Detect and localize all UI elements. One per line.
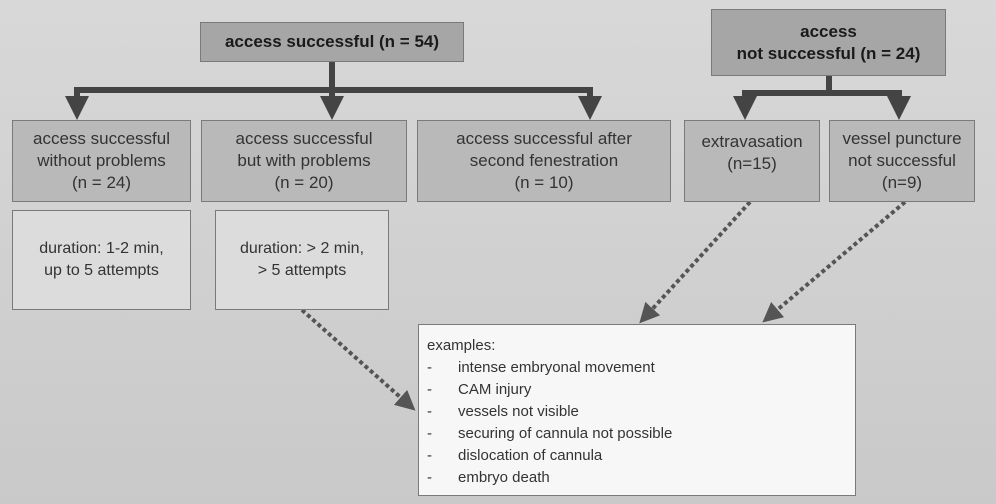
examples-box: examples: - intense embryonal movement - C… (418, 324, 856, 496)
bullet-dash: - (427, 403, 432, 420)
example-text: vessels not visible (458, 403, 579, 420)
bullet-dash: - (427, 359, 432, 376)
fail-root-line1: access (800, 21, 857, 41)
child-count: (n = 24) (71, 173, 132, 192)
dotted-arrow-problems (300, 308, 416, 411)
example-text: securing of cannula not possible (458, 425, 673, 442)
success-root-box: access successful (n = 54) (200, 22, 464, 62)
list-item: - embryo death (427, 467, 855, 489)
dotted-arrow-extravasation (639, 200, 752, 324)
child-line: without problems (37, 151, 166, 170)
bullet-dash: - (427, 469, 432, 486)
bullet-dash: - (427, 425, 432, 442)
duration-line: duration: 1-2 min, (39, 240, 164, 257)
bullet-dash: - (427, 381, 432, 398)
fail-root-box: access not successful (n = 24) (711, 9, 946, 76)
duration-box-with-problems: duration: > 2 min, > 5 attempts (215, 210, 389, 310)
examples-title: examples: (427, 337, 496, 354)
list-item: - intense embryonal movement (427, 357, 855, 379)
bullet-dash: - (427, 447, 432, 464)
success-root-label: access successful (n = 54) (224, 32, 440, 51)
example-text: intense embryonal movement (458, 359, 655, 376)
success-child-no-problems: access successful without problems (n = … (12, 120, 191, 202)
examples-list: -intense embryonal movement -CAM injury … (427, 357, 855, 489)
child-line: access successful (235, 129, 373, 148)
fail-child-extravasation: extravasation (n=15) (684, 120, 820, 202)
child-line: vessel puncture (842, 129, 962, 148)
duration-line: > 5 attempts (257, 262, 347, 279)
fail-tree-connector (733, 76, 911, 120)
child-line: but with problems (237, 151, 371, 170)
dotted-arrows (300, 200, 907, 411)
child-count: (n=15) (727, 154, 777, 173)
child-count: (n = 20) (274, 173, 334, 192)
child-line: second fenestration (469, 151, 619, 170)
duration-box-no-problems: duration: 1-2 min, up to 5 attempts (12, 210, 191, 310)
dotted-arrow-vessel-puncture (762, 200, 907, 323)
duration-line: duration: > 2 min, (239, 240, 365, 257)
success-child-with-problems: access successful but with problems (n =… (201, 120, 407, 202)
example-text: CAM injury (458, 381, 532, 398)
success-child-second-fenestration: access successful after second fenestrat… (417, 120, 671, 202)
example-text: embryo death (458, 469, 550, 486)
list-item: - securing of cannula not possible (427, 423, 855, 445)
example-text: dislocation of cannula (458, 447, 603, 464)
child-count: (n=9) (881, 173, 923, 192)
child-line: access successful after (456, 129, 632, 148)
fail-root-line2: not successful (n = 24) (736, 43, 921, 63)
list-item: - dislocation of cannula (427, 445, 855, 467)
success-tree-connector (65, 58, 602, 120)
fail-child-vessel-puncture: vessel puncture not successful (n=9) (829, 120, 975, 202)
list-item: - vessels not visible (427, 401, 855, 423)
list-item: - CAM injury (427, 379, 855, 401)
child-count: (n = 10) (514, 173, 574, 192)
child-line: access successful (33, 129, 170, 148)
duration-line: up to 5 attempts (44, 262, 159, 279)
child-line: not successful (848, 151, 956, 170)
child-line: extravasation (701, 132, 803, 151)
